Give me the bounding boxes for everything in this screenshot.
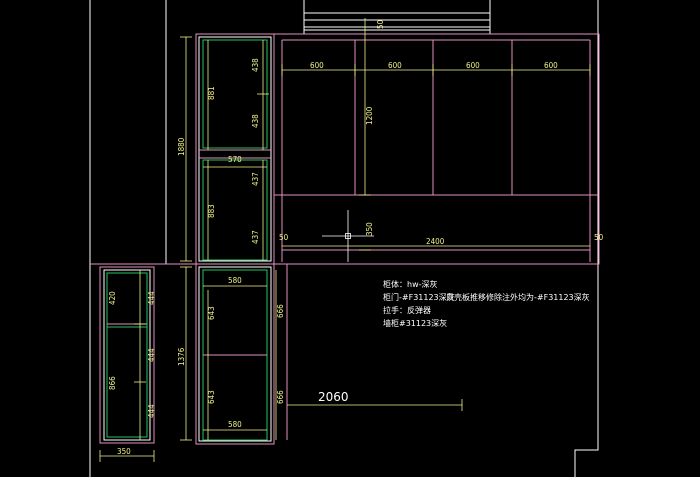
left-tall-cabinet [195, 33, 288, 445]
dim-580-bottom: 580 [228, 420, 242, 429]
note-line-1: 柜体：hw-深灰 [383, 279, 438, 289]
dim-420: 420 [108, 291, 117, 305]
dim-437-top: 437 [251, 172, 260, 186]
lower-cabinet-outer [195, 263, 275, 445]
dim-350-bottom: 350 [117, 447, 131, 456]
dim-444-c: 444 [147, 404, 156, 418]
dim-437-bottom: 437 [251, 230, 260, 244]
dim-643-top: 643 [207, 306, 216, 320]
note-line-3: 贝壳板推移修除注外均为-#F31123深灰 [446, 292, 590, 302]
dim-866: 866 [108, 376, 117, 390]
dim-1376: 1376 [177, 347, 186, 366]
left-cabinet-dimensions [180, 36, 463, 441]
dim-570: 570 [228, 155, 242, 164]
dim-top-50: 50 [376, 19, 385, 29]
dim-600-b: 600 [388, 61, 402, 70]
dim-666-bottom: 666 [276, 390, 285, 404]
far-left-dimensions [99, 270, 155, 462]
note-line-5: 墙柜#31123深灰 [383, 318, 447, 328]
note-line-2: 柜门-#F31123深灰 [383, 292, 455, 302]
top-dimensions [281, 18, 591, 251]
dim-881: 881 [207, 86, 216, 100]
dim-444-a: 444 [147, 291, 156, 305]
dim-1200: 1200 [365, 106, 374, 125]
dim-600-c: 600 [466, 61, 480, 70]
dim-666-top: 666 [276, 304, 285, 318]
dim-50-right: 50 [594, 233, 604, 242]
dim-438-top: 438 [251, 58, 260, 72]
dim-580-top: 580 [228, 276, 242, 285]
room-walls [89, 0, 599, 477]
dim-50-left: 50 [279, 233, 289, 242]
dim-2060: 2060 [318, 390, 349, 404]
dim-643-bottom: 643 [207, 390, 216, 404]
dim-2400: 2400 [426, 237, 445, 246]
dim-438-bottom: 438 [251, 114, 260, 128]
cursor-crosshair [322, 210, 374, 262]
right-wall [574, 0, 599, 477]
dim-444-b: 444 [147, 348, 156, 362]
note-line-4: 拉手：反弹器 [383, 305, 431, 315]
far-left-cabinet [99, 266, 155, 444]
dim-350: 350 [365, 222, 374, 236]
dim-1880: 1880 [177, 137, 186, 156]
dim-600-a: 600 [310, 61, 324, 70]
dim-600-d: 600 [544, 61, 558, 70]
dim-883: 883 [207, 204, 216, 218]
window [303, 0, 491, 34]
